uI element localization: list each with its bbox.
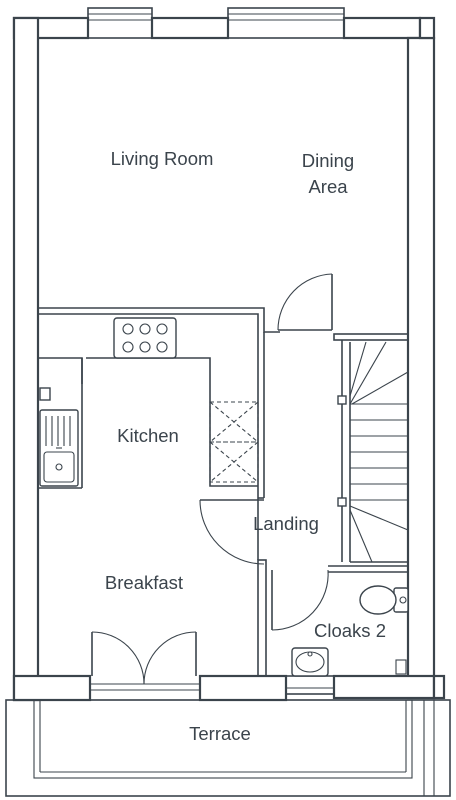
- top-windows: [87, 7, 345, 39]
- label-cloaks: Cloaks 2: [314, 620, 386, 641]
- kitchen-sink: [39, 387, 79, 487]
- bottom-window-cloaks: [285, 675, 335, 695]
- label-breakfast: Breakfast: [105, 572, 183, 593]
- tall-units: [209, 401, 259, 483]
- label-dining-line1: Dining: [302, 150, 354, 171]
- label-terrace: Terrace: [189, 723, 251, 744]
- terrace-area: [5, 699, 451, 797]
- label-living-room: Living Room: [111, 148, 214, 169]
- label-landing: Landing: [253, 513, 319, 534]
- staircase: [333, 333, 409, 563]
- label-kitchen: Kitchen: [117, 425, 179, 446]
- doors: [90, 273, 408, 691]
- label-dining-line2: Area: [308, 176, 348, 197]
- hob: [113, 317, 177, 359]
- outer-walls: [12, 16, 446, 702]
- room-labels: Living Room Dining Area Kitchen Landing …: [105, 148, 386, 744]
- cloaks-fixtures: [291, 585, 409, 677]
